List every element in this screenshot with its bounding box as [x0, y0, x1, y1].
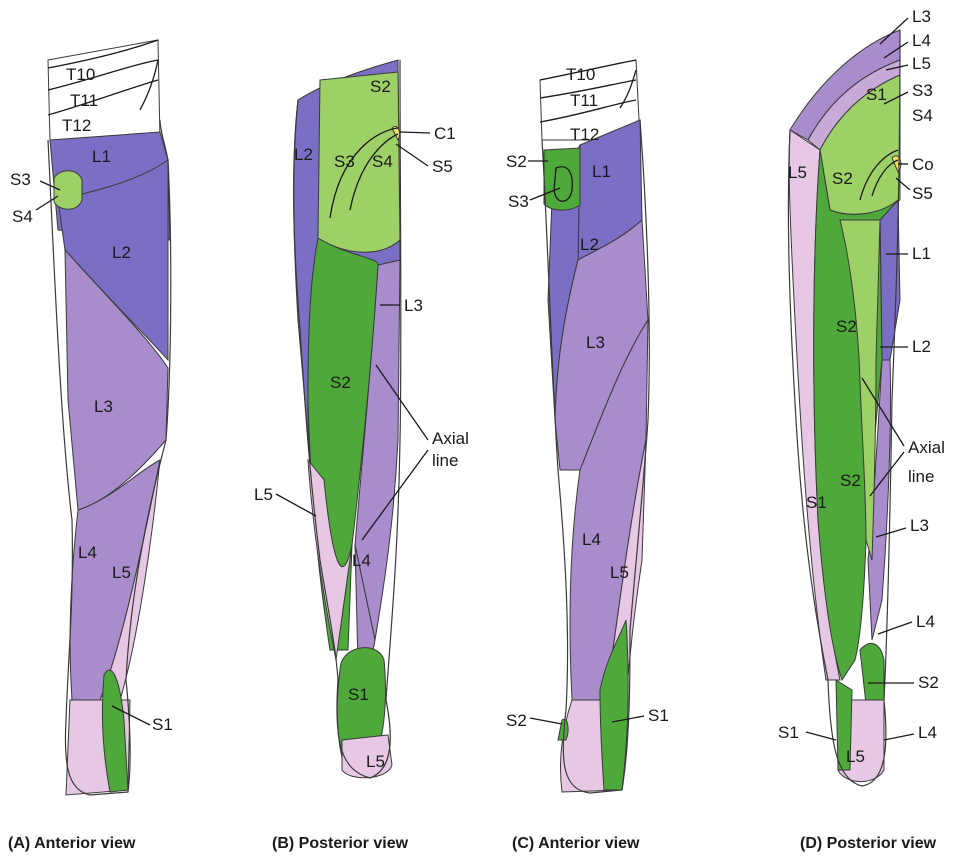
panel-d-posterior: L3 L4 L5 S3 S1 S4 L5 S2 Co S5 L1 S2 L2 A…: [778, 7, 945, 786]
label-a-t10: T10: [66, 65, 95, 84]
label-a-l3: L3: [94, 397, 113, 416]
label-d-axial-line-2: line: [908, 467, 934, 486]
label-c-s1: S1: [648, 706, 669, 725]
panel-b-posterior: S2 C1 L2 S3 S4 S5 L3 S2 Axial line L5 L4…: [254, 60, 469, 778]
derm-d-l1: [880, 200, 900, 360]
label-d-s3: S3: [912, 81, 933, 100]
derm-a-s3-s4: [54, 171, 82, 210]
label-c-s2: S2: [506, 152, 527, 171]
label-b-s2-mid: S2: [330, 373, 351, 392]
label-d-l3: L3: [910, 516, 929, 535]
label-d-s4: S4: [912, 106, 933, 125]
label-c-l5: L5: [610, 563, 629, 582]
label-a-l5: L5: [112, 563, 131, 582]
label-b-axial-line-2: line: [432, 451, 458, 470]
label-d-l3-top: L3: [912, 7, 931, 26]
label-c-t11: T11: [570, 91, 598, 110]
label-b-s3: S3: [334, 152, 355, 171]
label-a-s1: S1: [152, 715, 173, 734]
label-a-l4: L4: [78, 543, 97, 562]
label-b-s4: S4: [372, 152, 393, 171]
label-b-l4: L4: [352, 551, 371, 570]
label-d-s1-foot: S1: [778, 723, 799, 742]
panel-a-anterior: T10 T11 T12 L1 S3 S4 L2 L3 L4 L5 S1: [10, 40, 173, 795]
label-c-s3: S3: [508, 192, 529, 211]
label-d-s2-top: S2: [832, 169, 853, 188]
label-b-s1: S1: [348, 685, 369, 704]
label-c-l1: L1: [592, 162, 611, 181]
label-b-s2-top: S2: [370, 77, 391, 96]
label-d-s5: S5: [912, 184, 933, 203]
label-d-l5-top: L5: [912, 54, 931, 73]
label-d-l2: L2: [912, 337, 931, 356]
label-c-l3: L3: [586, 333, 605, 352]
label-d-l4-top: L4: [912, 31, 931, 50]
label-b-l5: L5: [254, 485, 273, 504]
label-b-s5: S5: [432, 157, 453, 176]
label-a-l2: L2: [112, 243, 131, 262]
caption-d: (D) Posterior view: [800, 835, 937, 852]
label-a-s4: S4: [12, 207, 33, 226]
label-d-axial-line-1: Axial: [908, 438, 945, 457]
label-d-s2-calf: S2: [918, 673, 939, 692]
label-d-co: Co: [912, 155, 934, 174]
label-d-s2-low: S2: [840, 471, 861, 490]
label-b-axial-line-1: Axial: [432, 429, 469, 448]
label-d-s1: S1: [806, 493, 827, 512]
label-c-s2-foot: S2: [506, 711, 527, 730]
label-d-l4: L4: [916, 612, 935, 631]
label-c-l4: L4: [582, 530, 601, 549]
label-b-c1: C1: [434, 124, 456, 143]
label-d-s2-mid: S2: [836, 317, 857, 336]
label-d-l1: L1: [912, 244, 931, 263]
label-c-l2: L2: [580, 235, 599, 254]
label-a-t11: T11: [70, 91, 98, 110]
label-d-s1-top: S1: [866, 85, 887, 104]
label-b-l2: L2: [294, 145, 313, 164]
label-a-t12: T12: [62, 116, 91, 135]
label-b-l3: L3: [404, 296, 423, 315]
label-c-t12: T12: [570, 125, 599, 144]
panel-c-anterior: T10 T11 T12 S2 L1 S3 L2 L3 L4 L5 S2 S1: [506, 60, 669, 793]
label-b-l5-foot: L5: [366, 752, 385, 771]
caption-a: (A) Anterior view: [8, 835, 136, 852]
label-d-l5-side: L5: [788, 163, 807, 182]
label-a-s3: S3: [10, 170, 31, 189]
label-d-l5-foot: L5: [846, 747, 865, 766]
label-a-l1: L1: [92, 147, 111, 166]
caption-c: (C) Anterior view: [512, 835, 640, 852]
label-c-t10: T10: [566, 65, 595, 84]
caption-b: (B) Posterior view: [272, 835, 409, 852]
label-d-l4-foot: L4: [918, 723, 937, 742]
